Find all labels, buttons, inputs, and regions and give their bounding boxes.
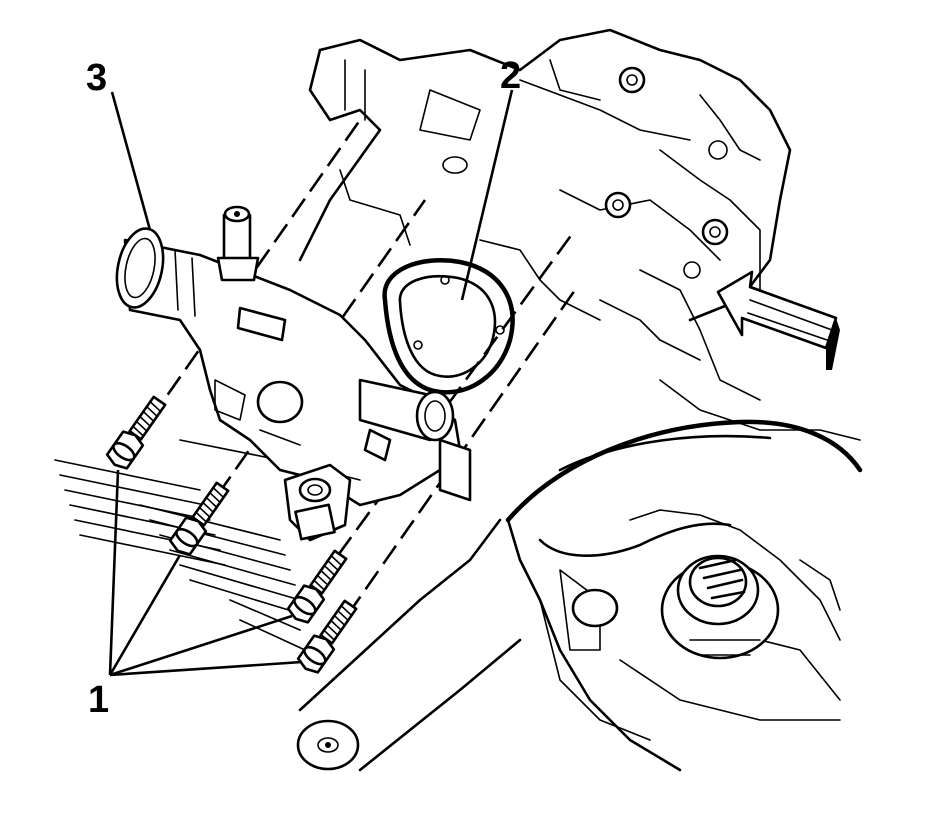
callout-3-label: 3	[86, 57, 107, 99]
engine-block	[298, 28, 861, 441]
view-direction-arrow-icon	[716, 270, 840, 370]
gasket	[382, 258, 515, 395]
bolt-2	[168, 481, 230, 556]
bolt-1	[105, 395, 167, 470]
leader-lines	[108, 89, 514, 677]
bolt-4	[296, 599, 358, 674]
callout-1-label: 1	[88, 679, 109, 721]
lower-engine-component	[505, 419, 863, 772]
thermostat-housing	[115, 205, 472, 542]
callout-2-label: 2	[500, 55, 521, 97]
bolt-3	[286, 549, 348, 624]
